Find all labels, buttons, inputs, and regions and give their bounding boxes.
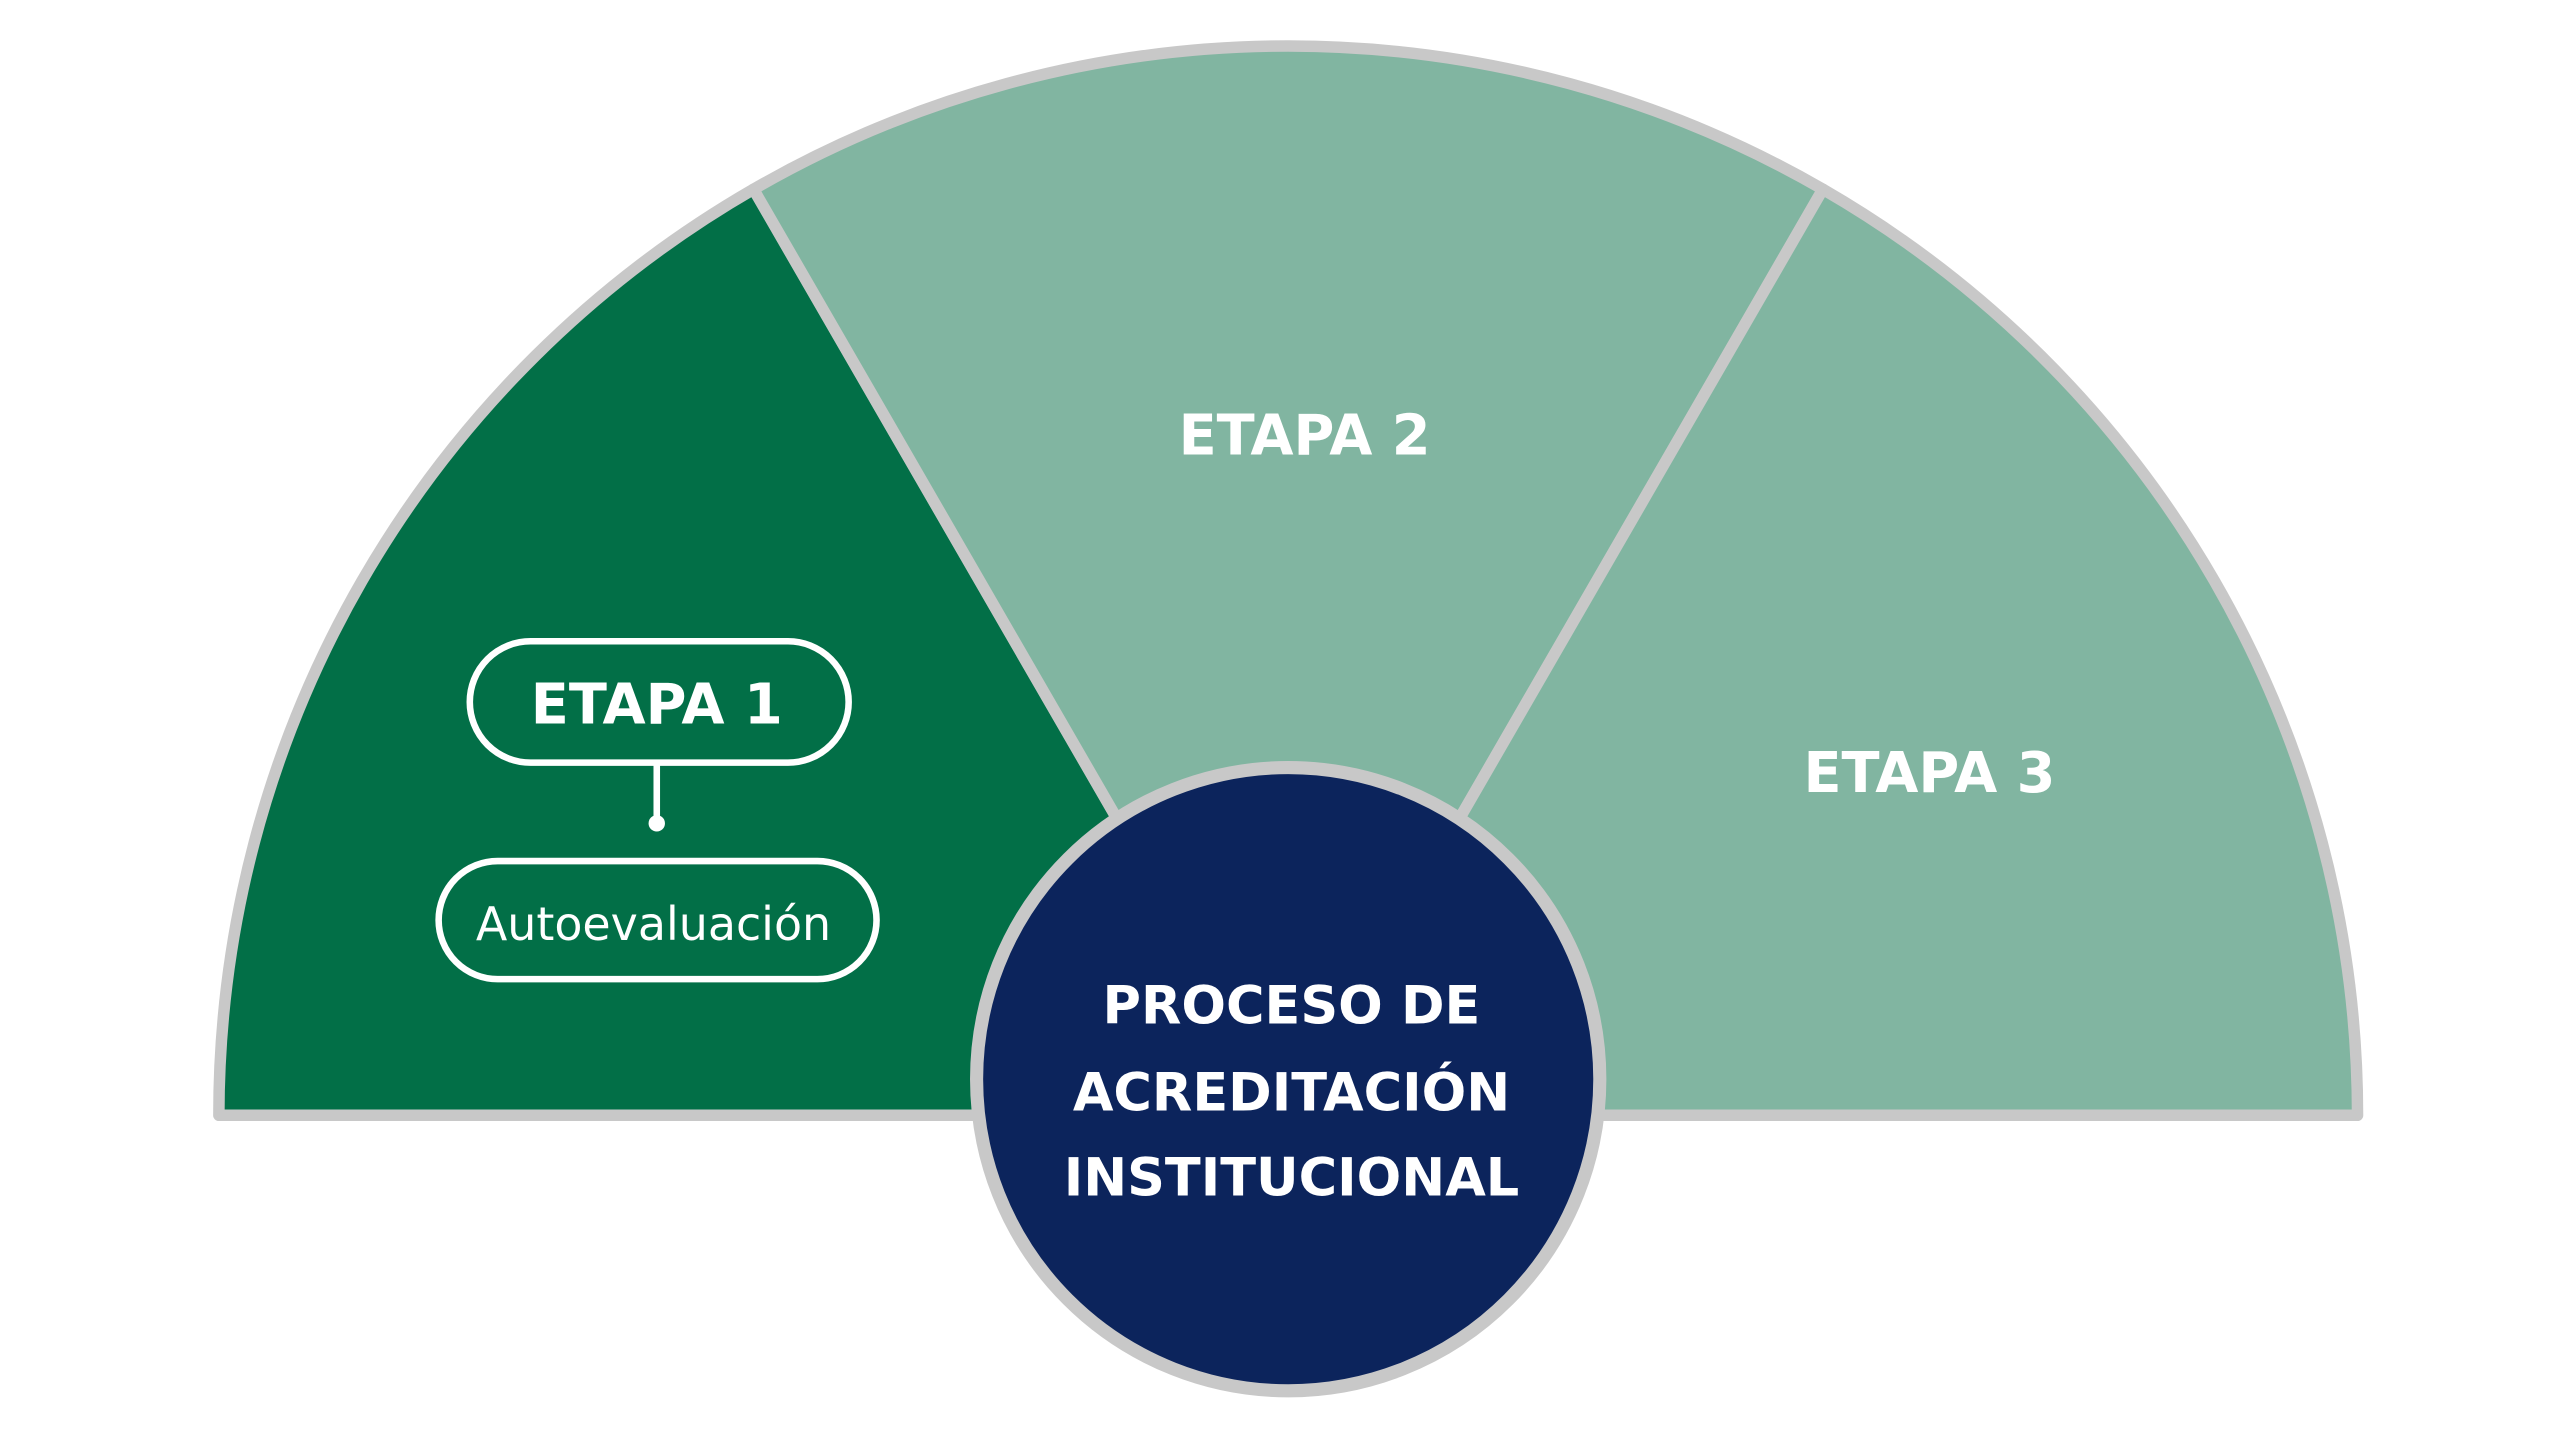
stage-2-label: ETAPA 2 [1179, 403, 1431, 468]
stage-1-sublabel-box [435, 857, 880, 983]
connector-dot [648, 815, 665, 832]
stage-3-label: ETAPA 3 [1803, 741, 2055, 806]
stage-1-sublabel: Autoevaluación [476, 897, 831, 951]
stage-1-label: ETAPA 1 [531, 672, 783, 737]
stage-2-sector[interactable] [747, 40, 1829, 1122]
stage-1-sector[interactable] [213, 183, 1294, 1122]
center-circle[interactable] [970, 761, 1607, 1398]
center-title-line-1: PROCESO DE [1103, 975, 1481, 1036]
center-title-line-2: ACREDITACIÓN [1073, 1060, 1510, 1123]
stage-3-sector[interactable] [1282, 183, 2364, 1122]
center-title-line-3: INSTITUCIONAL [1064, 1148, 1520, 1209]
